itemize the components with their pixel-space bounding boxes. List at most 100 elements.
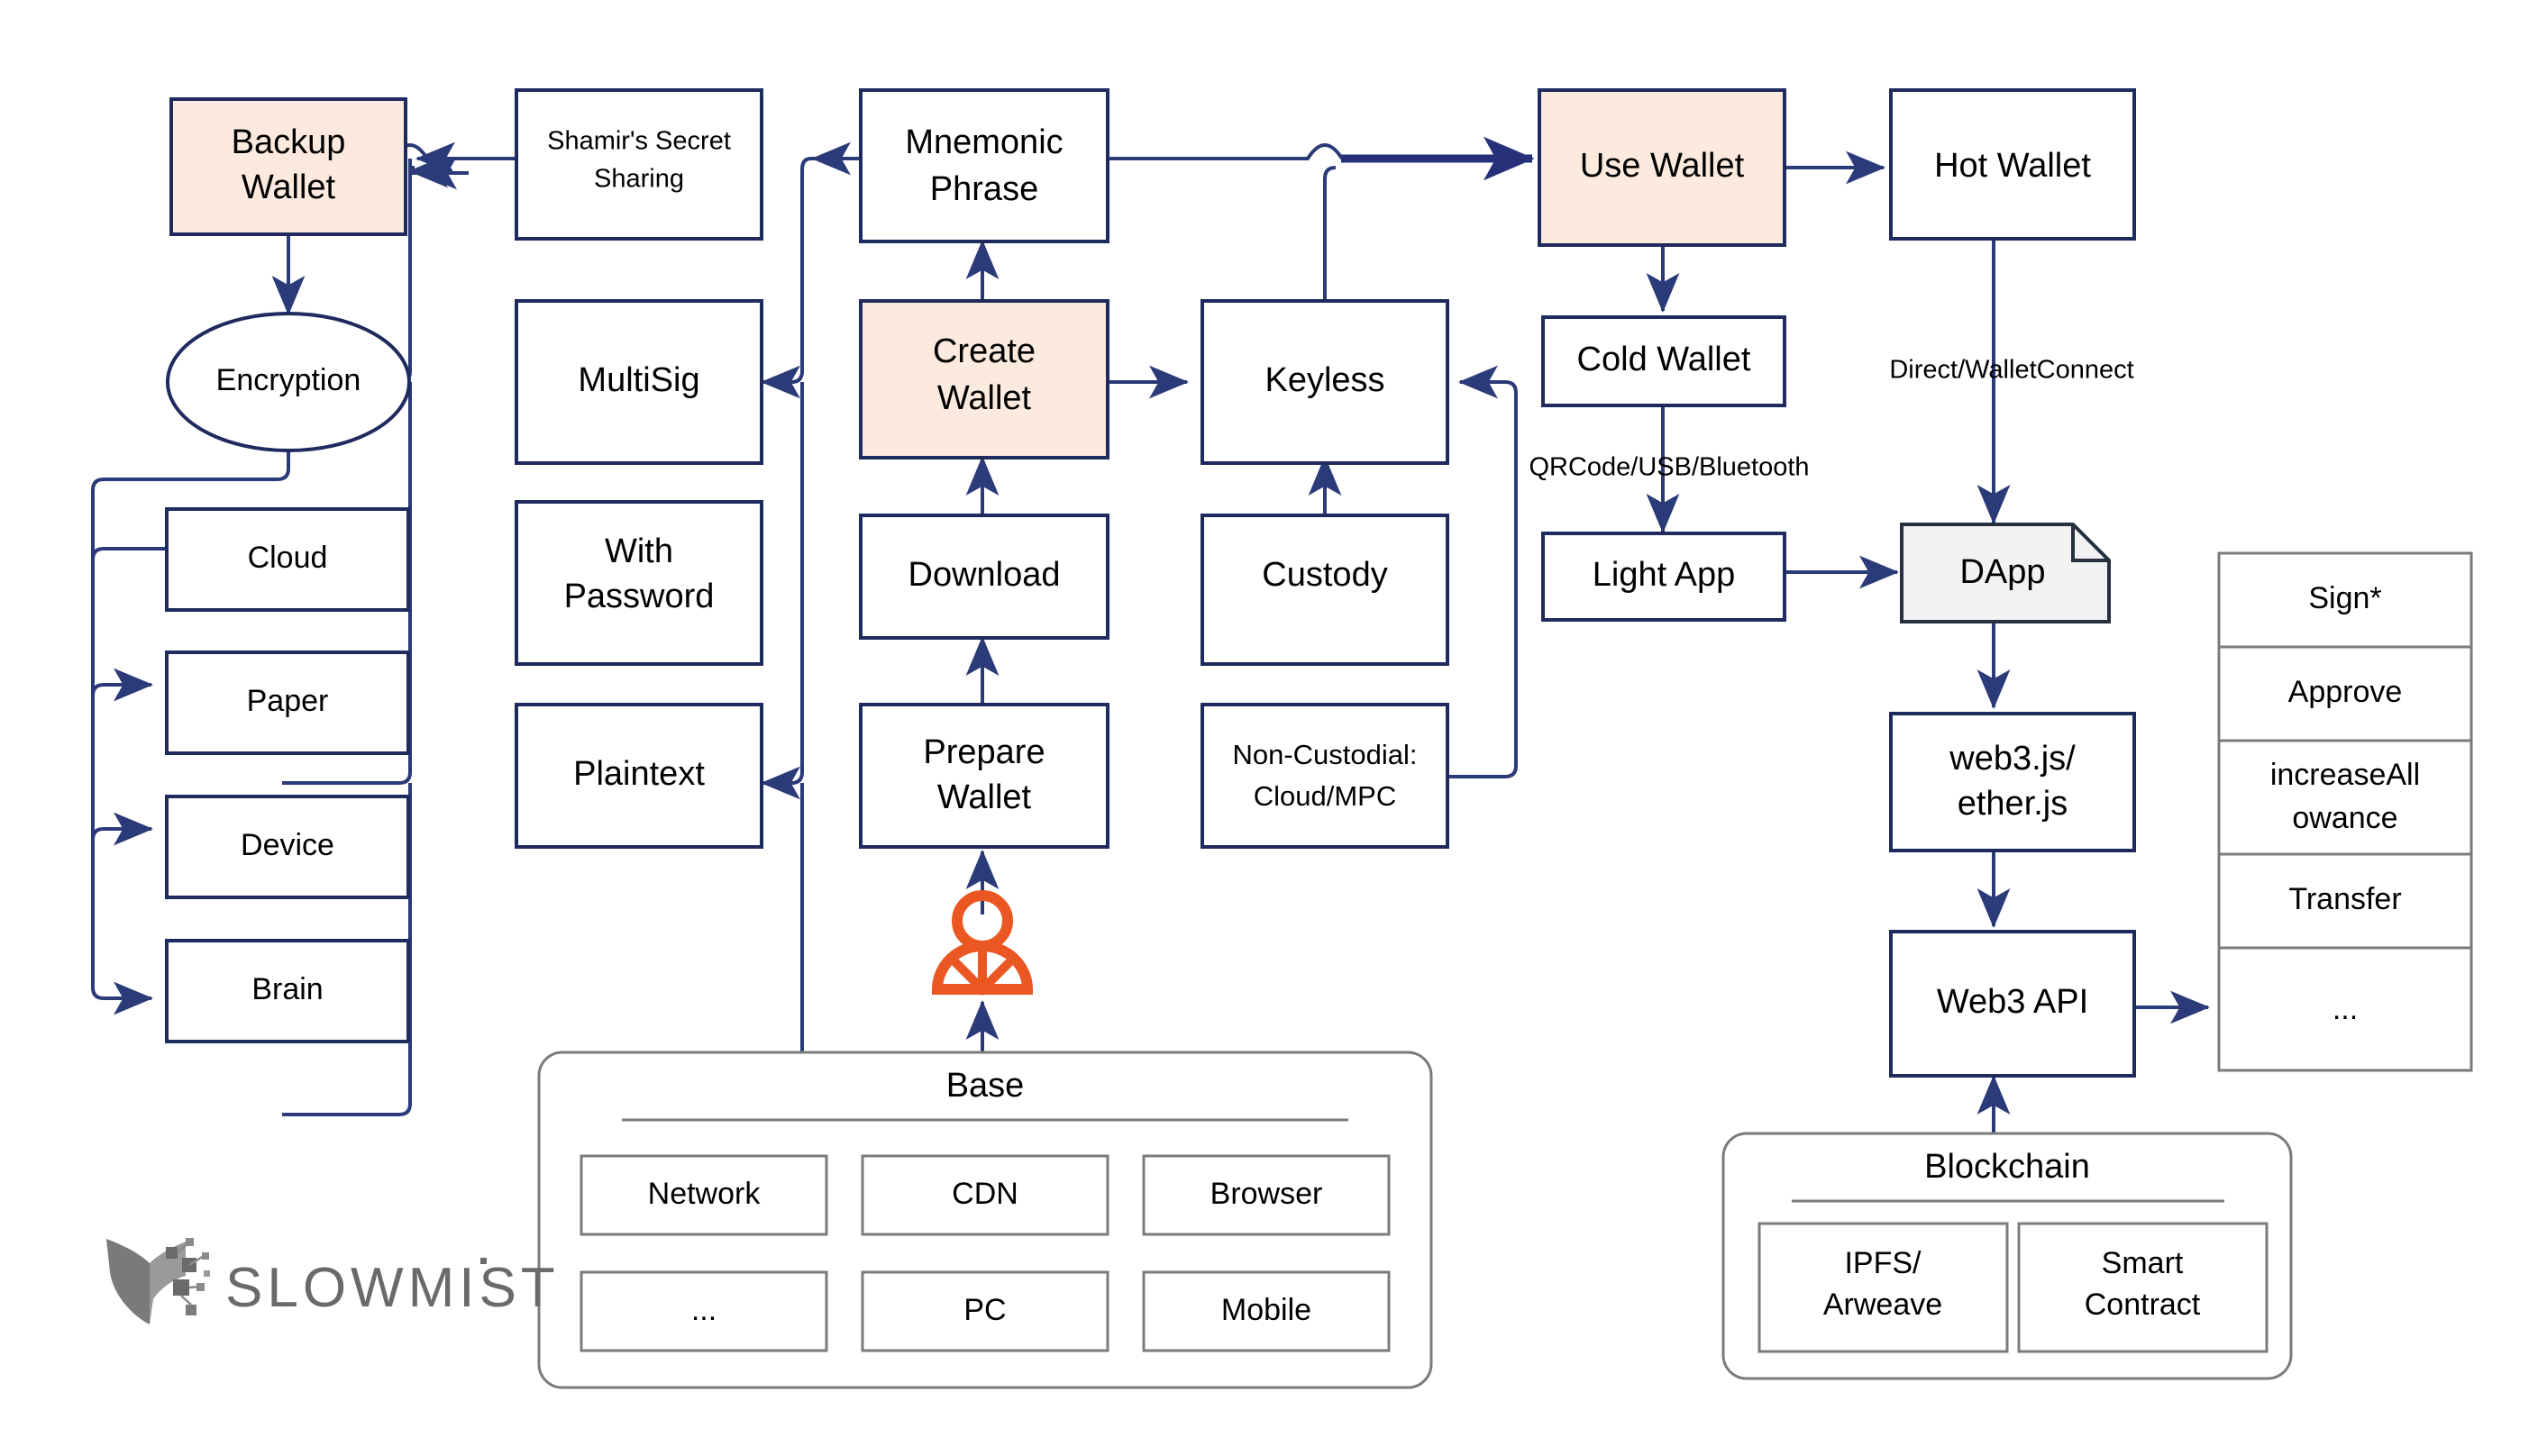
node-paper[interactable]: Paper [165,651,410,755]
base-item-1-label: CDN [952,1177,1018,1211]
node-backup-wallet-label-2: Wallet [242,168,336,206]
node-prepare-wallet-label-2: Wallet [937,778,1032,816]
node-mnemonic-label-1: Mnemonic [905,123,1063,161]
base-item-2-box[interactable] [1142,1154,1391,1236]
node-cold-wallet[interactable]: Cold Wallet [1541,315,1786,407]
blockchain-item-1-label-1: Smart [2102,1246,2184,1280]
base-item-5-label: Mobile [1221,1293,1311,1327]
edge-noncustodial-to-keyless [1449,365,1518,778]
edge-encryption-to-brain [91,450,290,1015]
node-device[interactable]: Device [165,795,410,899]
node-keyless-label: Keyless [1264,361,1384,399]
node-device-label: Device [241,828,334,862]
base-item-4-label: PC [963,1293,1006,1327]
blockchain-group-title: Blockchain [1924,1148,2090,1186]
actions-row-2-label-1: increaseAll [2270,758,2420,792]
node-backup-wallet[interactable]: Backup Wallet [169,97,407,236]
node-backup-wallet-label-1: Backup [232,123,346,161]
node-brain-label: Brain [251,972,323,1006]
base-item-3-label: ... [691,1293,717,1327]
node-web3js-label-2: ether.js [1958,785,2068,823]
base-item-1-box[interactable] [861,1154,1109,1236]
node-non-custodial-label-2: Cloud/MPC [1254,780,1397,812]
edge-hop-arc-usewallet [1306,143,1344,160]
edge-mnemonic-to-password [761,382,804,800]
node-dapp[interactable]: DApp [1900,523,2111,623]
actions-row-3-label: Transfer [2288,882,2401,916]
node-prepare-wallet[interactable]: Prepare Wallet [859,703,1109,849]
node-dapp-label: DApp [1959,553,2045,591]
actions-row-0-label: Sign* [2308,581,2381,615]
node-shamir-label-2: Sharing [594,165,684,194]
node-create-wallet-label-1: Create [933,332,1036,370]
node-multisig[interactable]: MultiSig [515,299,763,465]
node-paper-label: Paper [247,684,329,718]
blockchain-item-0-label-2: Arweave [1823,1288,1942,1322]
edge-label-qrcode: QRCode/USB/Bluetooth [1529,453,1809,482]
blockchain-group: Blockchain IPFS/ Arweave Smart Contract [1721,1132,2293,1380]
node-custody-label: Custody [1262,556,1387,594]
edge-layer [91,136,2210,1133]
blockchain-item-1-label-2: Contract [2085,1288,2201,1322]
node-download[interactable]: Download [859,514,1109,640]
node-web3-api-label: Web3 API [1937,983,2088,1021]
slowmist-logo-text: SLOWMIST [225,1257,560,1319]
node-encryption[interactable]: Encryption [166,312,411,452]
base-group-title: Base [946,1067,1025,1105]
base-group: Base Network CDN Browser ... PC Mobile [537,1051,1433,1389]
edge-keyless-up [1323,166,1337,306]
edge-trunk-backup-plaintext [282,783,412,1116]
node-web3js-label-1: web3.js/ [1949,740,2076,778]
node-cloud[interactable]: Cloud [165,507,410,612]
edge-mnemonic-to-multisig [761,157,861,399]
node-download-label: Download [908,556,1061,594]
node-mnemonic-label-2: Phrase [930,170,1038,208]
node-with-password-label-1: With [605,532,673,570]
node-mnemonic-phrase[interactable]: Mnemonic Phrase [859,88,1109,243]
base-item-4-box[interactable] [861,1270,1109,1352]
node-light-app-label: Light App [1593,556,1735,594]
node-with-password-label-2: Password [564,578,715,615]
actions-row-1-label: Approve [2288,675,2403,709]
base-item-0-box[interactable] [580,1154,828,1236]
node-shamir-secret-sharing[interactable]: Shamir's Secret Sharing [515,88,763,241]
base-item-0-label: Network [648,1177,762,1211]
blockchain-item-1-box[interactable] [2017,1222,2269,1353]
node-with-password[interactable]: With Password [515,500,763,666]
edge-trunk-backup-password [282,382,412,785]
node-non-custodial[interactable]: Non-Custodial: Cloud/MPC [1201,703,1449,849]
edge-encryption-to-cloud [91,547,167,560]
node-shamir-label-1: Shamir's Secret [547,127,731,156]
base-item-2-label: Browser [1210,1177,1323,1211]
node-keyless[interactable]: Keyless [1201,299,1449,465]
node-hot-wallet[interactable]: Hot Wallet [1889,88,2136,241]
base-item-3-box[interactable] [580,1270,828,1352]
node-web3-api[interactable]: Web3 API [1889,930,2136,1078]
actions-row-4-label: ... [2333,992,2358,1026]
node-use-wallet[interactable]: Use Wallet [1538,88,1786,247]
node-use-wallet-label: Use Wallet [1580,147,1745,185]
node-web3js[interactable]: web3.js/ ether.js [1889,712,2136,852]
node-cold-wallet-label: Cold Wallet [1577,341,1751,378]
blockchain-item-0-box[interactable] [1757,1222,2009,1353]
node-plaintext[interactable]: Plaintext [515,703,763,849]
node-cloud-label: Cloud [248,541,328,575]
actions-table: Sign* Approve increaseAll owance Transfe… [2217,551,2473,1072]
node-plaintext-label: Plaintext [573,755,705,793]
edge-encryption-to-paper [91,668,153,702]
node-brain[interactable]: Brain [165,939,410,1043]
node-hot-wallet-label: Hot Wallet [1934,147,2091,185]
edge-label-direct-walletconnect: Direct/WalletConnect [1889,356,2133,385]
slowmist-logo: SLOWMIST [106,1238,560,1324]
actions-row-2-label-2: owance [2292,801,2397,835]
node-custody[interactable]: Custody [1201,514,1449,666]
blockchain-item-0-label-1: IPFS/ [1844,1246,1922,1280]
node-create-wallet[interactable]: Create Wallet [859,299,1109,460]
user-actor-icon [931,890,1034,996]
node-light-app[interactable]: Light App [1541,532,1786,622]
edge-encryption-to-device [91,812,153,846]
base-item-5-box[interactable] [1142,1270,1391,1352]
node-encryption-label: Encryption [216,363,361,397]
node-prepare-wallet-label-1: Prepare [923,733,1045,771]
